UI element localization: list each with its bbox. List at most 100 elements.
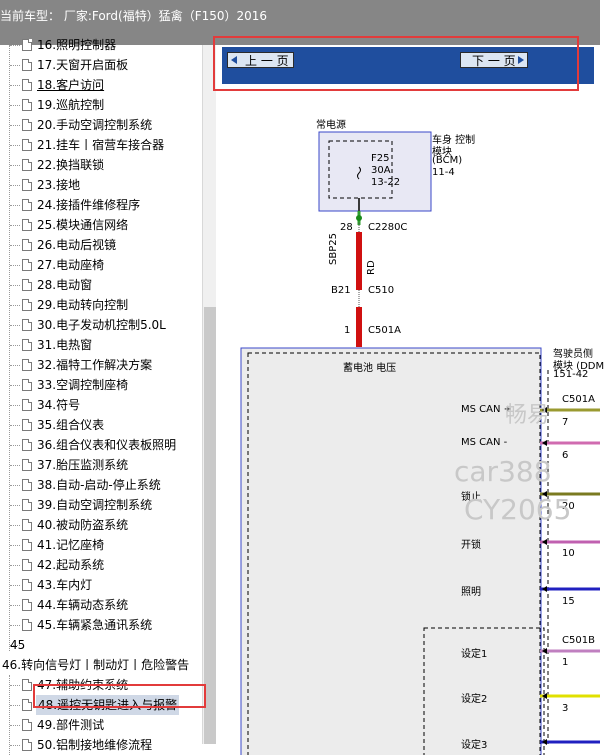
document-icon: [22, 459, 32, 471]
tree-connector: [10, 265, 20, 266]
document-icon: [22, 379, 32, 391]
tree-connector: [10, 485, 20, 486]
tree-item-label: 42.起动系统: [37, 558, 105, 572]
tree-connector: [10, 685, 20, 686]
sidebar-scrollbar[interactable]: [202, 45, 217, 744]
pin-label: B21: [331, 285, 351, 296]
document-icon: [22, 319, 32, 331]
battery-voltage-label: 蓄电池 电压: [343, 363, 397, 374]
wire-color: RD: [366, 260, 377, 275]
tree-connector: [10, 145, 20, 146]
wire-code: SBP25: [328, 233, 339, 265]
wire-red-lower: [356, 307, 362, 347]
document-icon: [22, 39, 32, 51]
document-icon: [22, 79, 32, 91]
document-icon: [22, 499, 32, 511]
bcm-label: 模块: [432, 147, 452, 158]
fuse-box: [328, 140, 393, 199]
pin-label: 1: [562, 657, 569, 668]
document-icon: [22, 99, 32, 111]
bcm-label: 车身 控制: [432, 135, 476, 146]
tree-connector: [10, 65, 20, 66]
document-icon: [22, 179, 32, 191]
tree-item-label: 25.模块通信网络: [37, 218, 129, 232]
prev-page-label: 上 一 页: [245, 54, 289, 68]
signal-label: MS CAN +: [461, 404, 513, 415]
pin-label: 10: [562, 548, 575, 559]
document-icon: [22, 519, 32, 531]
document-icon: [22, 219, 32, 231]
tree-item-label: 21.挂车丨宿营车接合器: [37, 138, 165, 152]
prev-page-button[interactable]: 上 一 页: [227, 52, 294, 68]
connector-label: C501B: [562, 635, 595, 646]
tree-connector: [10, 505, 20, 506]
tree-connector: [10, 345, 20, 346]
nav-highlight-box: [213, 36, 579, 91]
watermark: car388: [454, 455, 552, 488]
pin-label: 15: [562, 596, 575, 607]
tree-connector: [10, 165, 20, 166]
scrollbar-thumb[interactable]: [204, 307, 216, 744]
document-icon: [22, 159, 32, 171]
connector-dot: [356, 215, 362, 221]
tree-item-label: 34.符号: [37, 398, 81, 412]
tree-connector: [10, 45, 20, 46]
tree-connector: [10, 205, 20, 206]
tree-connector: [10, 105, 20, 106]
document-icon: [22, 199, 32, 211]
battery-module-box: [240, 347, 542, 755]
tree-item-label: 18.客户访问: [37, 78, 105, 92]
signal-label: 照明: [461, 587, 481, 598]
next-page-button[interactable]: 下 一 页: [460, 52, 528, 68]
pin-label: 3: [562, 703, 569, 714]
document-icon: [22, 559, 32, 571]
document-icon: [22, 579, 32, 591]
pin-label: 20: [562, 501, 575, 512]
document-icon: [22, 59, 32, 71]
document-icon: [22, 139, 32, 151]
tree-connector: [10, 605, 20, 606]
bcm-label: (BCM): [432, 155, 463, 166]
document-icon: [22, 119, 32, 131]
fuse-amp: 30A: [371, 165, 391, 176]
tree-connector: [10, 465, 20, 466]
tree-item-label: 30.电子发动机控制5.0L: [37, 318, 166, 332]
tree-item-label: 50.铝制接地维修流程: [37, 738, 153, 752]
next-page-label: 下 一 页: [472, 54, 516, 68]
tree-item-label: 41.记忆座椅: [37, 538, 105, 552]
document-icon: [22, 299, 32, 311]
document-icon: [22, 699, 32, 711]
tree-connector: [10, 285, 20, 286]
tree-item-label: 23.接地: [37, 178, 81, 192]
tree-item-label: 40.被动防盗系统: [37, 518, 129, 532]
document-icon: [22, 279, 32, 291]
tree-connector: [10, 305, 20, 306]
tree-connector: [10, 585, 20, 586]
tree-connector: [10, 125, 20, 126]
tree-connector: [10, 625, 20, 626]
selected-item-highlight: [33, 684, 206, 708]
fuse-name: F25: [371, 153, 390, 164]
tree-item-label: 17.天窗开启面板: [37, 58, 129, 72]
tree-item-label: 33.空调控制座椅: [37, 378, 129, 392]
next-arrow-icon: [518, 56, 524, 64]
pin-label: 1: [344, 325, 351, 336]
vehicle-title: 当前车型： 厂家:Ford(福特）猛禽（F150）2016: [0, 9, 268, 23]
diagram-pane: 上 一 页 下 一 页: [216, 45, 604, 755]
document-icon: [22, 539, 32, 551]
tree-connector: [10, 425, 20, 426]
tree-item-label: 38.自动-启动-停止系统: [37, 478, 161, 492]
document-icon: [22, 399, 32, 411]
tree-item-label: 39.自动空调控制系统: [37, 498, 153, 512]
tree-item-label: 48.遥控无钥匙进入与报警: [36, 695, 180, 715]
tree-connector: [10, 185, 20, 186]
tree-item-label: 26.电动后视镜: [37, 238, 117, 252]
tree-item-label: 16.照明控制器: [37, 38, 117, 52]
document-icon: [22, 259, 32, 271]
tree-connector: [10, 445, 20, 446]
signal-label: 设定1: [461, 649, 488, 660]
tree-item-label: 35.组合仪表: [37, 418, 105, 432]
ddm-label: 151-42: [553, 369, 589, 380]
tree-connector: [10, 365, 20, 366]
